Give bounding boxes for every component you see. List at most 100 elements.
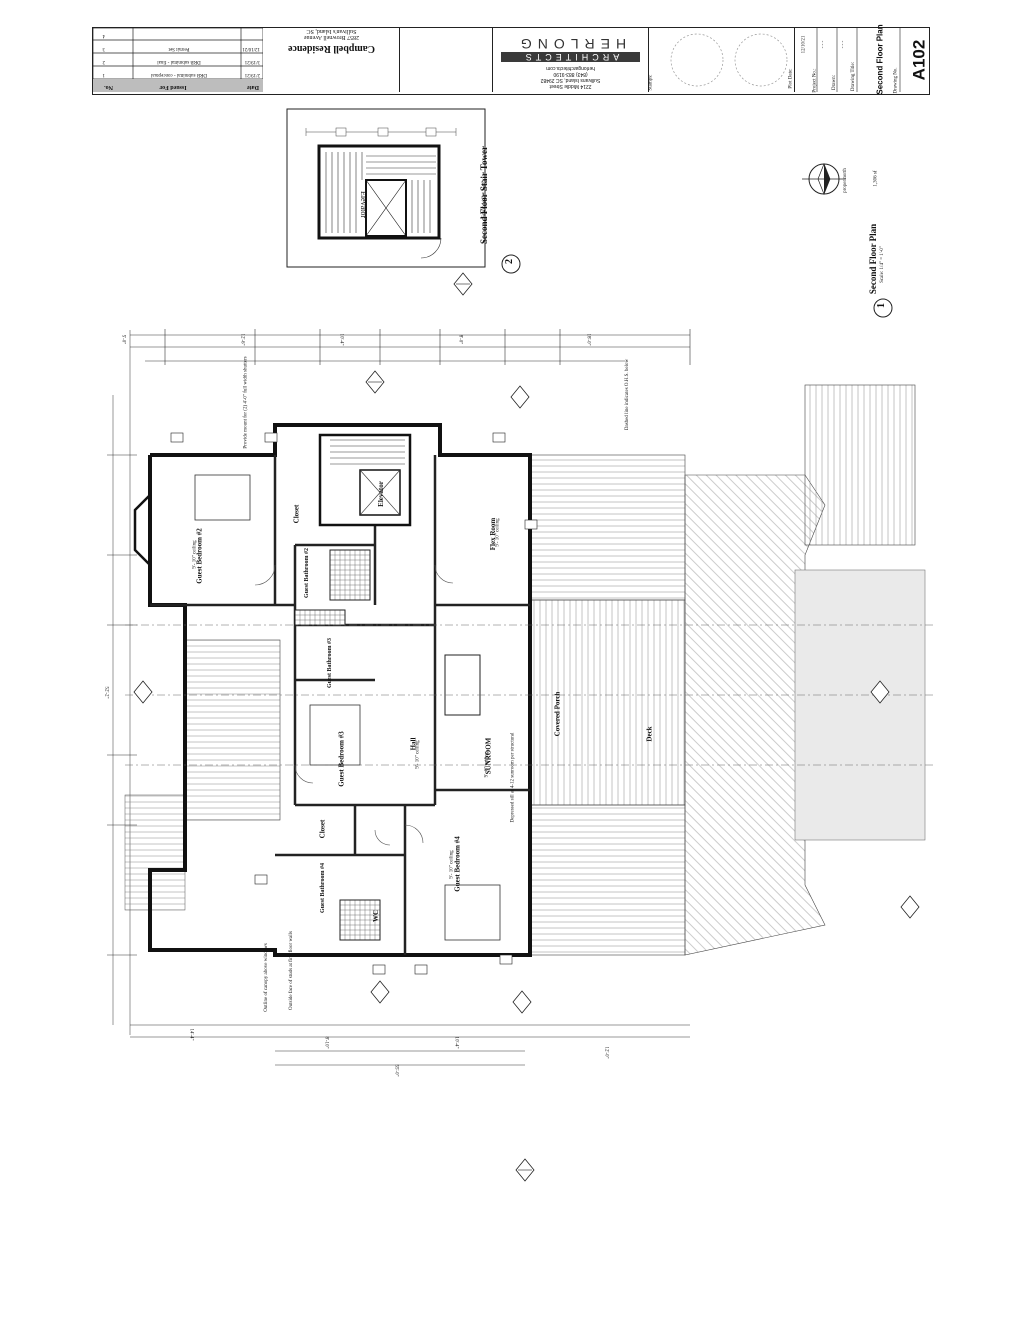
plan1-number: 1 [876,303,887,308]
stamp-circles [670,33,788,87]
project-name: Campbell Residence [288,43,375,54]
dim-bot-c: 10'-4" [453,1036,459,1049]
room-guest-bathroom-2: Guest Bathroom #2 [303,548,310,598]
blank-box [400,28,493,92]
dim-top-e: 10'-4" [338,333,344,346]
section-marker-top [365,370,385,394]
plan2-number: 2 [504,259,515,264]
section-marker-sheet-bottom [515,1158,535,1182]
room-guest-bedroom-3: Guest Bedroom #3 [337,731,346,787]
issue-header-no: No. [104,84,113,90]
issue-row3-desc: Permit Set [168,46,190,51]
issue-row3-date: 12/10/21 [242,46,260,51]
pool-outline [794,569,926,841]
sheet-info: Plot Date: 12/10/21 Project No.: - - - D… [789,24,929,94]
room-hall-ceiling: 9'- 10" ceiling [415,740,421,769]
room-guest-bathroom-3: Guest Bathroom #3 [326,638,333,688]
room-wc: WC [372,909,381,923]
room-flex-room-ceiling: 9'- 10" ceiling [495,518,501,547]
drawn-label: Drawn: [832,75,837,90]
section-marker-left [133,680,153,704]
drawing-no-label: Drawing No. [893,67,899,94]
firm-address: 2214 Middle Street [549,83,592,89]
plan1-title: Second Floor Plan [868,223,879,295]
issue-table-text: Date Issued For No. 2/19/21 DRB submitta… [93,28,263,92]
north-arrow-icon [802,163,846,195]
issue-row1-no: 1 [102,72,106,77]
section-marker-inset [453,272,473,296]
room-guest-bedroom-2-ceiling: 9'- 10" ceiling [192,540,198,569]
section-marker-bottom-right [512,990,532,1014]
firm-web: herlongarchitects.com [546,65,595,71]
room-elevator: Elevator [376,481,385,507]
plan1-marker [873,298,893,318]
drawing-title-label: Drawing Title: [851,61,857,92]
project-no-label: Project No.: [812,68,818,93]
elevator-label-inset: Elevator [359,190,369,219]
issue-row1-desc: DRB submittal - conceptual [151,72,207,77]
plot-date-label: Plot Date: [788,68,794,89]
firm-phone: (843) 883-9190 [553,71,588,77]
room-guest-bathroom-4: Guest Bathroom #4 [319,863,326,913]
shower-bath4 [339,899,381,941]
window-tags [170,432,538,975]
stair-tower-scale: Scale: 1/4" = 1'-0" [481,181,487,218]
section-marker-right [870,680,890,704]
issue-row2-date: 3/19/21 [244,59,260,64]
shower-bath2 [329,549,371,601]
beds [194,474,501,941]
lower-stair-left [124,794,186,911]
project-city: Sullivan's Island, SC [306,28,357,34]
roof-top-right [804,384,916,546]
gridlines [125,624,935,766]
dim-overall-bottom: 55'-0" [393,1064,399,1077]
dimension-lines [107,329,691,1066]
room-deck: Deck [645,726,654,742]
room-closet-1: Closet [292,504,301,524]
issue-row4-no: 4 [102,33,106,38]
room-closet-2: Closet [318,819,327,839]
area-label: 1,306 sf [873,170,879,187]
lower-roof-upper [529,454,686,601]
issue-row3-no: 3 [102,46,106,51]
note-dashed-line: Dashed line indicates O.H.S. below [625,358,631,431]
firm-city: Sullivans Island, SC 29482 [540,77,601,83]
dim-bot-a: 14'-4" [188,1028,194,1041]
drawing-title: Second Floor Plan [875,24,885,95]
issue-row2-no: 2 [102,59,106,64]
exterior-walls [148,423,532,957]
dim-overall-left: 52'-2" [103,686,109,699]
firm-name: HERLONG [514,36,627,52]
lower-roof-left [184,639,281,821]
second-floor-plan [107,329,935,1066]
drawn-value: - - - [840,40,846,49]
dim-top-d: 8'-0" [457,334,463,345]
section-marker-right-low [900,895,920,919]
note-provide-mount: Provide mount for (2) 4'-0" full width s… [243,356,249,449]
stair-tower-inset [286,108,486,268]
stamps-label: Stamps: [648,74,654,91]
room-sunroom-ceiling: 9'- 6" ceiling [484,751,490,778]
note-outside-face: Outside face of studs at first floor wal… [289,930,295,1011]
room-guest-bedroom-4-ceiling: 9'- 10" ceiling [449,850,455,879]
dim-top-a: 5'-0" [120,334,126,345]
lower-roof-lower [529,804,686,956]
bay-window [133,494,151,566]
dim-top-c: 18'-0" [585,333,591,346]
main-stair [318,433,412,527]
section-marker-bottom [370,980,390,1004]
sunroom-window-seat [444,654,481,716]
issue-row1-date: 2/19/21 [244,72,260,77]
project-address: 2857 Brownell Avenue [303,34,360,40]
issue-header-issued: Issued For [159,84,187,90]
firm-box: 2214 Middle Street Sullivans Island, SC … [493,28,649,92]
dim-bot-d: 12'-0" [603,1046,609,1059]
plot-date: 12/10/21 [801,35,807,54]
shower-bath3 [294,609,346,626]
issue-header-date: Date [247,84,259,90]
north-label: proper north [842,168,848,193]
sheet-number: A102 [909,39,929,81]
plan1-scale: Scale: 1/4" = 1'-0" [879,246,885,283]
room-covered-porch: Covered Porch [553,691,562,737]
